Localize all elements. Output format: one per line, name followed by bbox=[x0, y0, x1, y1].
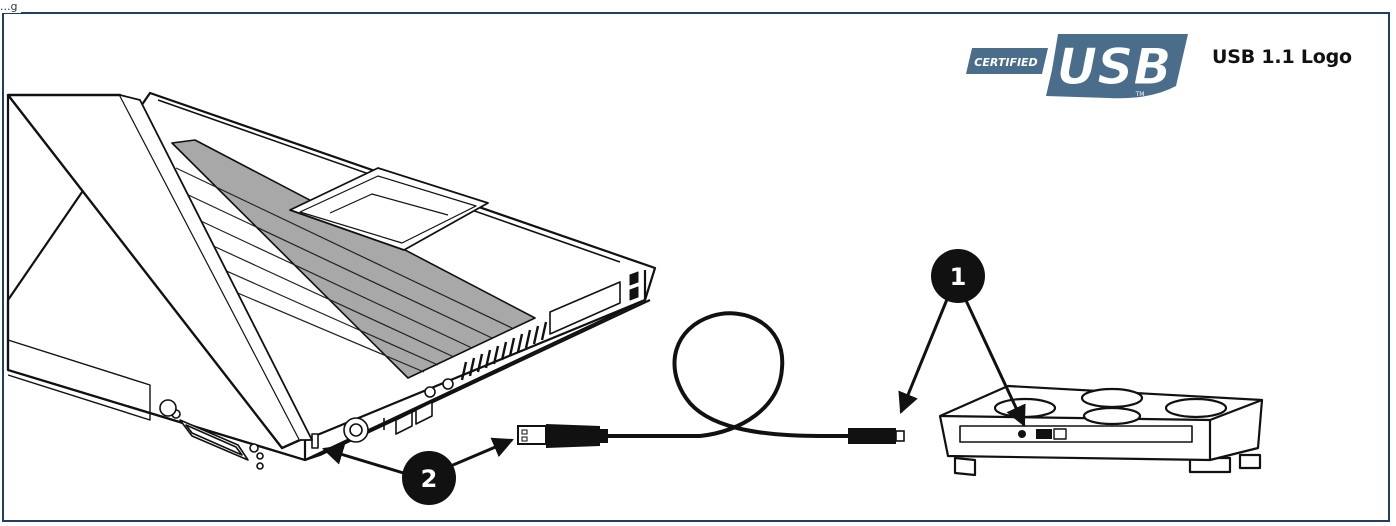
device-power-jack bbox=[1018, 430, 1026, 438]
logo-tm-text: TM bbox=[1135, 91, 1145, 98]
external-drive bbox=[938, 384, 1264, 477]
callout-1: 1 bbox=[931, 249, 985, 303]
callout-2: 2 bbox=[402, 451, 456, 505]
usb-cable bbox=[517, 311, 905, 448]
mini-usb-plug bbox=[848, 428, 896, 444]
page-heading: ...g bbox=[0, 0, 22, 13]
callout-1-label: 1 bbox=[950, 263, 967, 291]
usb-certified-logo: CERTIFIED USB TM bbox=[966, 34, 1188, 99]
logo-usb-text: USB bbox=[1057, 38, 1172, 96]
device-usb-port bbox=[1036, 429, 1052, 439]
touchpad bbox=[289, 167, 489, 251]
laptop bbox=[6, 91, 657, 470]
logo-caption: USB 1.1 Logo bbox=[1212, 46, 1352, 68]
logo-certified-text: CERTIFIED bbox=[974, 56, 1037, 69]
callout-2-label: 2 bbox=[421, 465, 438, 493]
parallel-port bbox=[159, 399, 264, 470]
